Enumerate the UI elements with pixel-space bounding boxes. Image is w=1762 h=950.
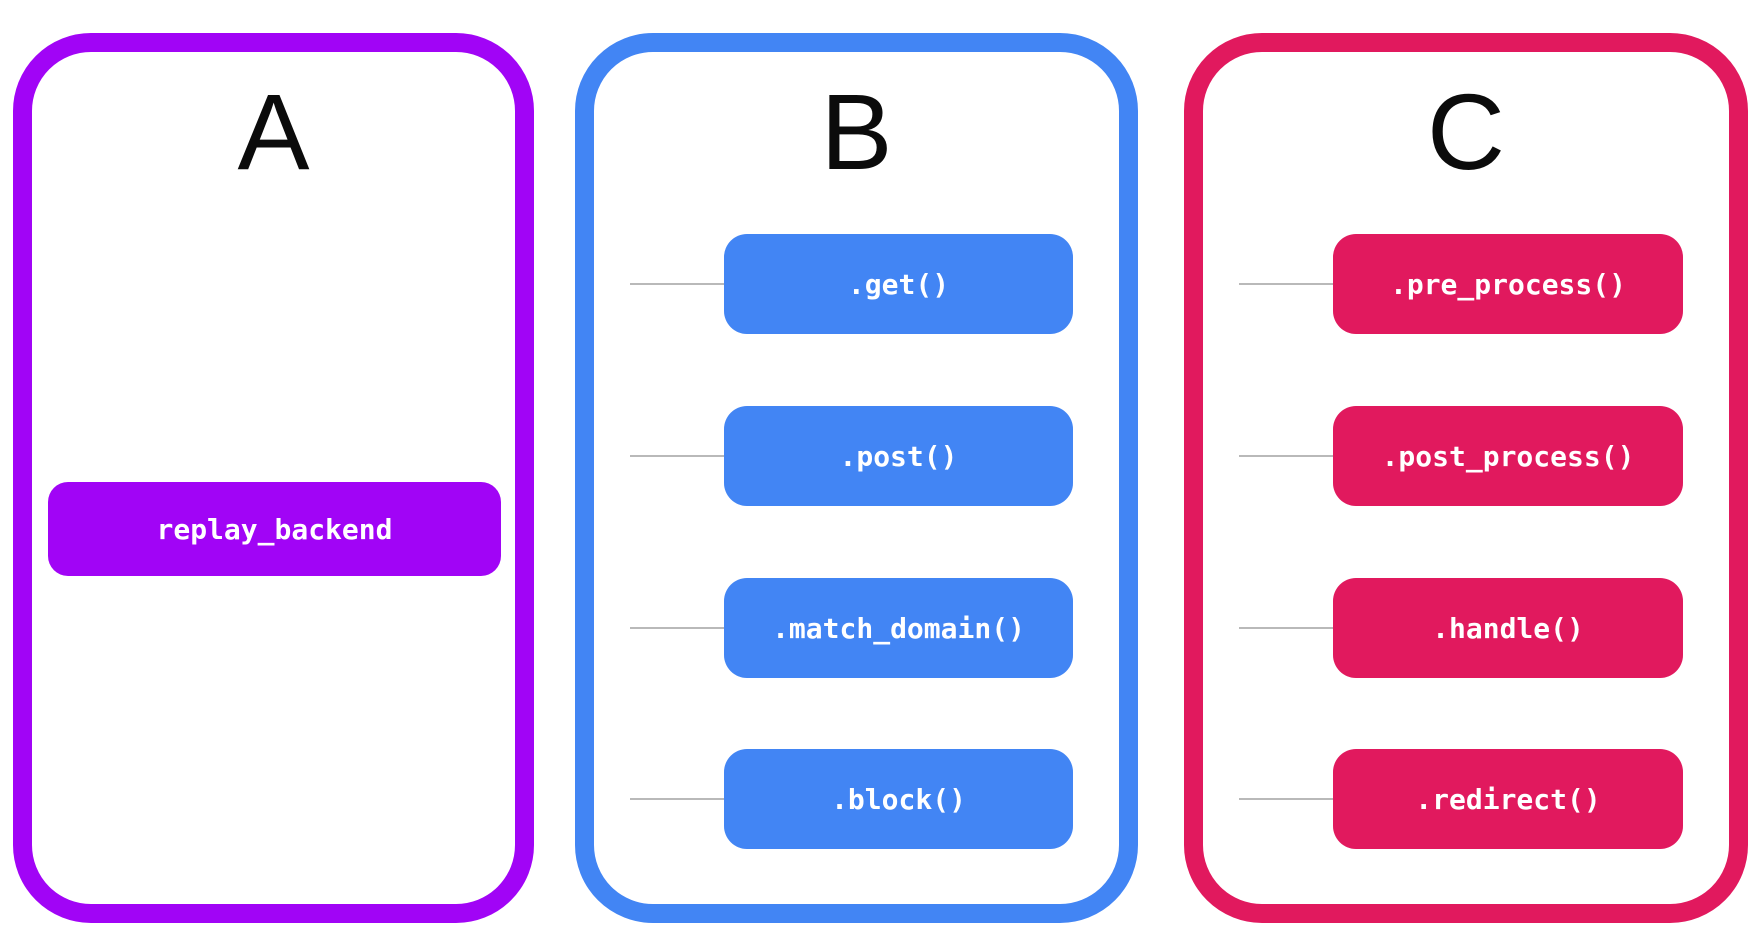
pill-row-block: .block() [630,749,1073,849]
pill-get: .get() [724,234,1073,334]
pill-post-process: .post_process() [1333,406,1683,506]
pill-row-redirect: .redirect() [1239,749,1683,849]
pill-row-post: .post() [630,406,1073,506]
pill-row-match-domain: .match_domain() [630,578,1073,678]
pill-row-get: .get() [630,234,1073,334]
panel-c: C .pre_process() .post_process() .handle… [1184,33,1748,923]
connector-line [1239,798,1333,800]
pill-block: .block() [724,749,1073,849]
pill-row-handle: .handle() [1239,578,1683,678]
pill-row-post-process: .post_process() [1239,406,1683,506]
panel-a-label: A [237,71,310,192]
panel-a: A replay_backend [13,33,534,923]
connector-line [630,627,724,629]
connector-line [630,283,724,285]
connector-line [1239,627,1333,629]
connector-line [630,798,724,800]
connector-line [1239,455,1333,457]
panel-b: B .get() .post() .match_domain() .block(… [575,33,1138,923]
connector-line [630,455,724,457]
pill-post: .post() [724,406,1073,506]
pill-redirect: .redirect() [1333,749,1683,849]
connector-line [1239,283,1333,285]
pill-match-domain: .match_domain() [724,578,1073,678]
panel-c-label: C [1427,71,1505,192]
panel-b-label: B [820,71,893,192]
pill-row-pre-process: .pre_process() [1239,234,1683,334]
pill-handle: .handle() [1333,578,1683,678]
pill-replay-backend: replay_backend [48,482,501,576]
pill-row-replay-backend: replay_backend [48,482,501,576]
pill-pre-process: .pre_process() [1333,234,1683,334]
